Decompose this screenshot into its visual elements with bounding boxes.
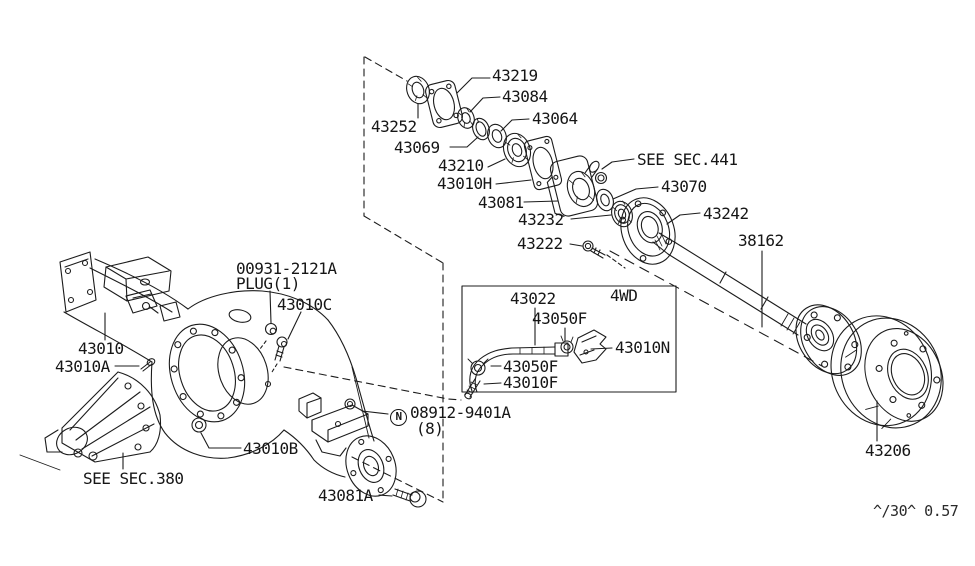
part-label-43210: 43210	[438, 156, 484, 175]
part-label-43252: 43252	[371, 117, 417, 136]
part-label-see-sec-380: SEE SEC.380	[83, 469, 184, 488]
part-label-43010C: 43010C	[277, 295, 332, 314]
part-label-43219: 43219	[492, 66, 538, 85]
differential-carrier	[19, 371, 162, 471]
part-label-43010N: 43010N	[615, 338, 670, 357]
part-label-43206: 43206	[865, 441, 911, 460]
part-label-43069: 43069	[394, 138, 440, 157]
part-label-43010F: 43010F	[503, 373, 558, 392]
part-label-qty-8: (8)	[416, 419, 444, 438]
part-label-see-sec-441: SEE SEC.441	[637, 150, 738, 169]
part-label-plug-1: PLUG(1)	[236, 274, 300, 293]
part-label-footer-code: ^/30^ 0.57	[873, 502, 959, 520]
part-label-43081A: 43081A	[318, 486, 373, 505]
part-label-43010B: 43010B	[243, 439, 298, 458]
part-label-43232: 43232	[518, 210, 564, 229]
part-label-43242: 43242	[703, 204, 749, 223]
circled-n-icon: N	[390, 409, 407, 426]
part-label-43022: 43022	[510, 289, 556, 308]
exploded-parts-chain	[406, 75, 676, 265]
part-label-38162: 38162	[738, 231, 784, 250]
part-label-43222: 43222	[517, 234, 563, 253]
part-label-43050F-upper: 43050F	[532, 309, 587, 328]
part-label-43050F-lower: 43050F	[503, 357, 558, 376]
axle-housing	[59, 251, 397, 497]
brake-drum	[830, 315, 944, 429]
hose-4wd-box	[461, 285, 677, 400]
part-label-43010A: 43010A	[55, 357, 110, 376]
part-label-43010: 43010	[78, 339, 124, 358]
part-label-43070: 43070	[661, 177, 707, 196]
part-label-43064: 43064	[532, 109, 578, 128]
plug-and-bolts	[140, 322, 288, 372]
dashed-construction-lines	[259, 56, 823, 503]
part-label-43010H: 43010H	[437, 174, 492, 193]
leader-lines	[104, 77, 878, 497]
part-label-4wd: 4WD	[610, 286, 638, 305]
part-label-00931-2121A: 00931-2121A	[236, 259, 337, 278]
part-label-43081: 43081	[478, 193, 524, 212]
part-label-43084: 43084	[502, 87, 548, 106]
axle-shaft	[652, 232, 862, 376]
flange-bolt	[392, 488, 427, 508]
